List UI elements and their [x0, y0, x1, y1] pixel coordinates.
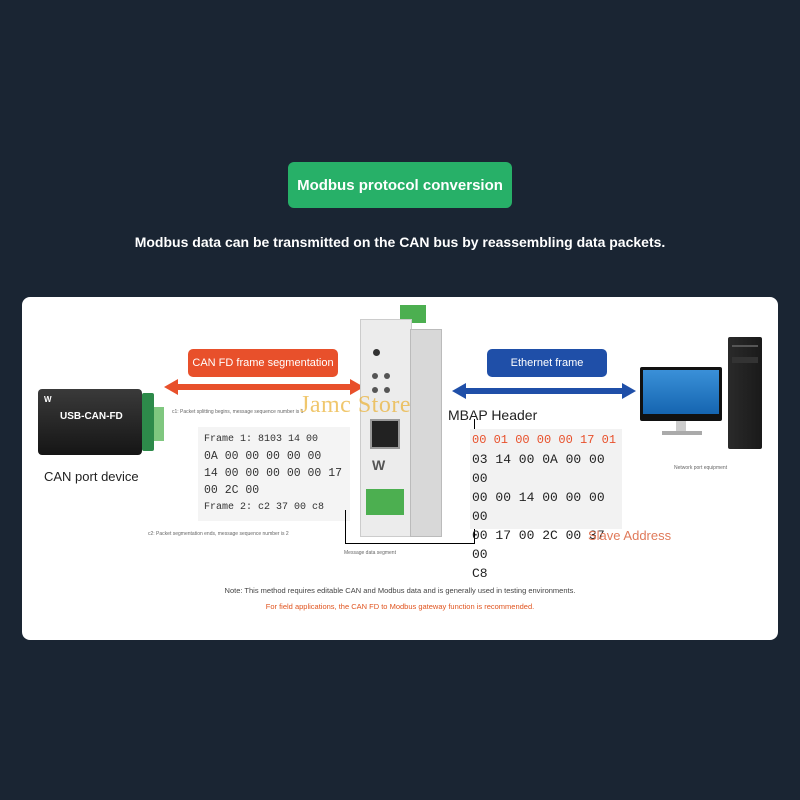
packet-start-note: c1: Packet splitting begins, message seq…	[172, 409, 304, 415]
network-port-computer	[638, 335, 768, 455]
pc-tower-icon	[728, 337, 762, 449]
mbap-hex-line: 00 01 00 00 00 17 01	[472, 433, 617, 447]
note-field-application: For field applications, the CAN FD to Mo…	[265, 602, 535, 611]
power-led-icon	[373, 349, 380, 356]
protocol-conversion-badge: Modbus protocol conversion	[288, 162, 512, 208]
waveshare-logo-icon: W	[44, 395, 52, 404]
status-led-icon	[372, 387, 378, 393]
slave-address-label: Slave Address	[588, 528, 672, 543]
frame1-line: 0A 00 00 00 00 00	[204, 450, 322, 463]
usb-can-fd-device: W USB-CAN-FD	[36, 389, 164, 455]
network-port-caption: Network port equipment	[674, 465, 728, 471]
status-led-icon	[372, 373, 378, 379]
frame1-label: Frame 1: 8103 14 00	[204, 434, 319, 445]
frame1-line: 14 00 00 00 00 00 17	[204, 467, 343, 480]
packet-end-note: c2: Packet segmentation ends, message se…	[148, 531, 289, 537]
canfd-segmentation-pill: CAN FD frame segmentation	[188, 349, 338, 377]
diagram-panel: W USB-CAN-FD CAN port device CAN FD fram…	[22, 297, 778, 640]
usb-device-label: USB-CAN-FD	[60, 411, 123, 422]
waveshare-logo-icon: W	[372, 457, 386, 473]
status-led-icon	[384, 373, 390, 379]
note-testing: Note: This method requires editable CAN …	[224, 586, 576, 595]
monitor-icon	[640, 367, 722, 421]
modbus-hex-line: 03 14 00 0A 00 00 00	[472, 452, 605, 486]
mbap-header-label: MBAP Header	[448, 407, 538, 423]
gateway-label: Message data segment	[344, 550, 396, 556]
can-device-caption: CAN port device	[44, 469, 139, 484]
modbus-hex-line: C8	[472, 566, 488, 581]
ethernet-arrow	[452, 383, 636, 399]
status-led-icon	[384, 387, 390, 393]
can-fd-arrow	[164, 379, 364, 395]
modbus-hex-line: 00 00 14 00 00 00 00	[472, 490, 605, 524]
gateway-device: W	[360, 305, 442, 537]
frame2-label: Frame 2: c2 37 00 c8	[204, 502, 325, 513]
page-subtitle: Modbus data can be transmitted on the CA…	[134, 234, 666, 250]
can-frame-data-box: Frame 1: 8103 14 00 0A 00 00 00 00 00 14…	[198, 427, 350, 521]
ethernet-port-icon	[370, 419, 400, 449]
modbus-tcp-data-box: 00 01 00 00 00 17 01 03 14 00 0A 00 00 0…	[470, 429, 622, 581]
frame1-line: 00 2C 00	[204, 484, 260, 497]
ethernet-frame-pill: Ethernet frame	[487, 349, 607, 377]
modbus-hex-line: 00 17 00 2C 00 37 00	[472, 528, 605, 562]
